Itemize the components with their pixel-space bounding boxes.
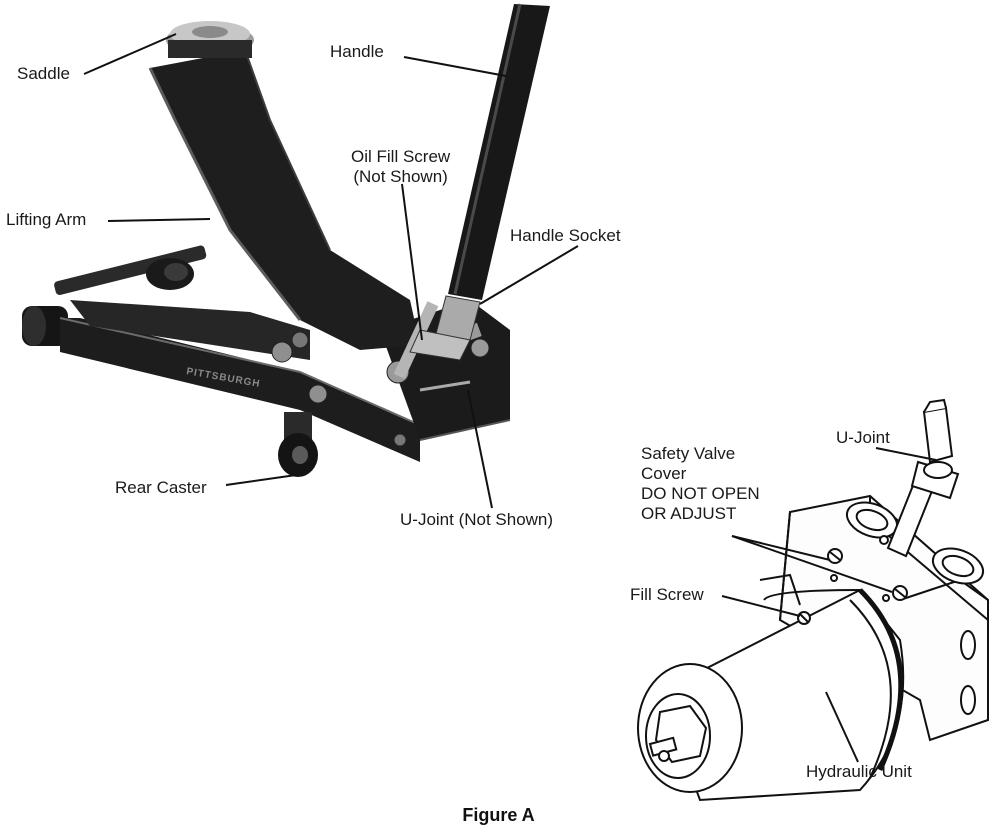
- floor-jack-illustration: PITTSBURGH: [22, 3, 550, 477]
- label-handle: Handle: [330, 42, 384, 61]
- figure-caption: Figure A: [462, 805, 535, 825]
- frame-bolts: [271, 331, 490, 447]
- hydraulic-cylinder: [637, 588, 905, 802]
- saddle: [166, 21, 254, 58]
- label-fill-screw: Fill Screw: [630, 585, 704, 604]
- label-lifting-arm: Lifting Arm: [6, 210, 87, 229]
- lifting-arm: [148, 49, 420, 350]
- leader-saddle: [83, 33, 177, 75]
- label-oil-fill-screw: Oil Fill Screw (Not Shown): [351, 147, 451, 186]
- leader-handle-socket: [479, 245, 579, 305]
- rear-axle: [54, 245, 207, 295]
- label-u-joint-not-shown: U-Joint (Not Shown): [400, 510, 554, 529]
- rear-caster: [278, 412, 318, 477]
- u-joint: [886, 398, 960, 558]
- front-wheel: [22, 306, 68, 346]
- handle-socket: [409, 295, 481, 361]
- leader-oil-fill-screw: [401, 183, 423, 341]
- hydraulic-unit-illustration: [637, 398, 989, 802]
- leader-lifting-arm: [107, 218, 211, 222]
- handle: [448, 3, 550, 300]
- leader-safety-valve-b: [731, 535, 893, 593]
- leader-rear-caster: [225, 474, 297, 486]
- leader-handle: [403, 56, 507, 77]
- leader-fill-screw: [721, 595, 801, 617]
- label-saddle: Saddle: [17, 64, 70, 83]
- label-safety-valve-cover: Safety Valve Cover DO NOT OPEN OR ADJUST: [641, 444, 760, 523]
- leader-safety-valve-a: [731, 535, 831, 561]
- leader-lines: [83, 33, 937, 763]
- label-u-joint: U-Joint: [836, 428, 890, 447]
- label-hydraulic-unit: Hydraulic Unit: [806, 762, 912, 781]
- leader-u-joint-not-shown: [467, 389, 493, 509]
- leader-u-joint: [875, 447, 937, 461]
- label-handle-socket: Handle Socket: [510, 226, 621, 245]
- label-rear-caster: Rear Caster: [115, 478, 207, 497]
- leader-hydraulic-unit: [825, 691, 859, 763]
